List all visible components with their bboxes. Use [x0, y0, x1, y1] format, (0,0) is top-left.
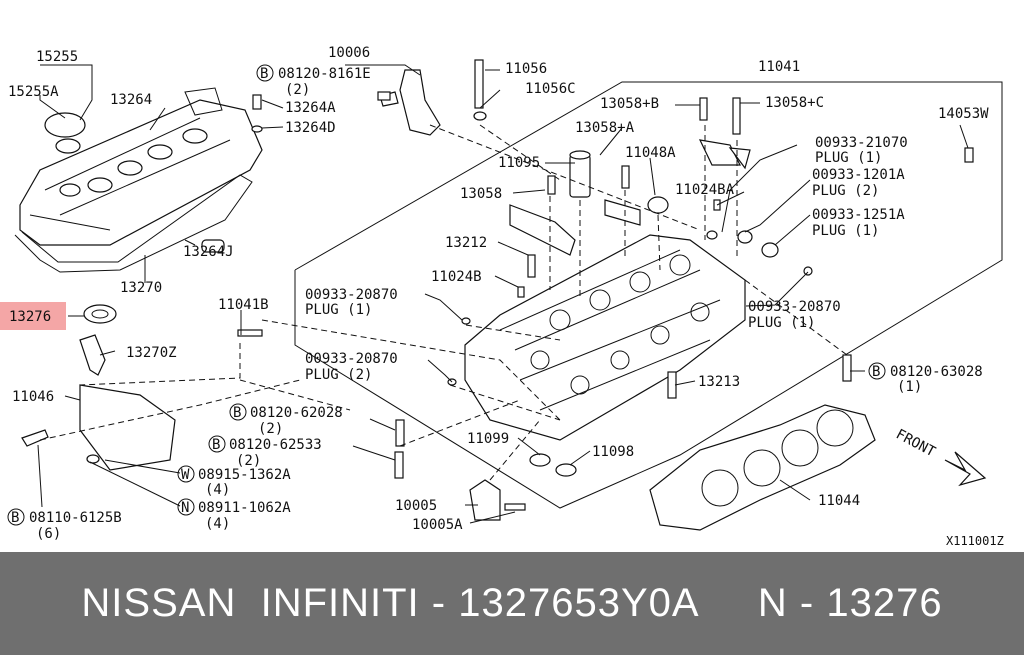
- bolt-13058-small: [547, 97, 741, 195]
- rubber-plug-13264j: [201, 239, 225, 253]
- marker-b-1: B: [260, 66, 268, 82]
- marker-w: W: [181, 467, 190, 483]
- highlight-13276: [0, 302, 66, 330]
- footer-text: NISSAN INFINITI - 1327653Y0A N - 13276: [81, 581, 943, 625]
- callout-11024b: 11024B: [431, 269, 482, 285]
- marker-circles: [7, 64, 886, 526]
- callout-10006: 10006: [328, 45, 370, 61]
- leader-lines: [37, 64, 969, 524]
- callout-11099: 11099: [467, 431, 509, 447]
- callout-08120-62028: 08120-62028: [250, 405, 343, 421]
- stud-11056: [473, 59, 487, 121]
- callout-13264d: 13264D: [285, 120, 336, 136]
- callout-13270: 13270: [120, 280, 162, 296]
- stud-11041b: [237, 329, 263, 337]
- exploded-view-drawing: B B B B B W N 15255 15255A 13264 10006 0…: [0, 45, 1004, 548]
- callout-00933-20870-b-plug: PLUG (2): [305, 367, 372, 383]
- callout-00933-20870-r: 00933-20870: [748, 299, 841, 315]
- callout-11041b: 11041B: [218, 297, 269, 313]
- dashed-guides: [39, 124, 848, 481]
- head-assembly-outline: [294, 81, 1003, 509]
- callout-11056: 11056: [505, 61, 547, 77]
- bolt-13264a: [251, 94, 263, 133]
- callout-08915-1362a-qty: (4): [205, 482, 230, 498]
- rocker-cover-gasket: [14, 174, 253, 273]
- callout-00933-1201a-plug: PLUG (2): [812, 183, 879, 199]
- callout-11056c: 11056C: [525, 81, 576, 97]
- rocker-cover: [19, 87, 263, 246]
- callout-08911-1062a-qty: (4): [205, 516, 230, 532]
- callout-13213: 13213: [698, 374, 740, 390]
- callout-00933-20870-a: 00933-20870: [305, 287, 398, 303]
- callout-15255: 15255: [36, 49, 78, 65]
- callout-08120-63028-qty: (1): [897, 379, 922, 395]
- parts-diagram: B B B B B W N 15255 15255A 13264 10006 0…: [0, 45, 1004, 548]
- cam-bracket-13058a: [604, 199, 641, 226]
- cam-bracket-13058b: [698, 139, 751, 170]
- bolts-08120: [377, 91, 974, 479]
- callout-08911-1062a: 08911-1062A: [198, 500, 291, 516]
- callout-11095: 11095: [498, 155, 540, 171]
- callout-08120-8161e-qty: (2): [285, 82, 310, 98]
- callout-10005a: 10005A: [412, 517, 463, 533]
- callout-13058a: 13058+A: [575, 120, 635, 136]
- callout-11098: 11098: [592, 444, 634, 460]
- callout-00933-21070: 00933-21070: [815, 135, 908, 151]
- callout-08120-8161e: 08120-8161E: [278, 66, 371, 82]
- filter-11095: [569, 150, 591, 198]
- callout-13058c: 13058+C: [765, 95, 824, 111]
- callout-10005: 10005: [395, 498, 437, 514]
- callout-13264a: 13264A: [285, 100, 336, 116]
- marker-b-4: B: [872, 364, 880, 380]
- callout-08120-62028-qty: (2): [258, 421, 283, 437]
- front-label: FRONT: [893, 426, 938, 460]
- callout-11024ba: 11024BA: [675, 182, 735, 198]
- marker-b-3: B: [212, 437, 220, 453]
- callout-13270z: 13270Z: [126, 345, 177, 361]
- callout-13276: 13276: [9, 309, 51, 325]
- callout-13264: 13264: [110, 92, 152, 108]
- callout-08120-62533: 08120-62533: [229, 437, 322, 453]
- front-cover-11046: [79, 384, 176, 471]
- callout-13058b: 13058+B: [600, 96, 659, 112]
- callout-13212: 13212: [445, 235, 487, 251]
- seal-13276: [83, 304, 117, 324]
- head-gasket-11044: [649, 404, 876, 531]
- callout-00933-1201a: 00933-1201A: [812, 167, 905, 183]
- callout-08110-6125b-qty: (6): [36, 526, 61, 542]
- figure-code: X111001Z: [946, 534, 1004, 548]
- callout-14053w: 14053W: [938, 106, 989, 122]
- marker-b-2: B: [233, 405, 241, 421]
- callout-00933-1251a-plug: PLUG (1): [812, 223, 879, 239]
- callout-00933-21070-plug: PLUG (1): [815, 150, 882, 166]
- callout-13058: 13058: [460, 186, 502, 202]
- seals-11098-11099: [529, 453, 577, 477]
- cylinder-head: [464, 234, 746, 441]
- plugs: [447, 230, 813, 386]
- callout-08110-6125b: 08110-6125B: [29, 510, 122, 526]
- callout-11048a: 11048A: [625, 145, 676, 161]
- marker-b-5: B: [11, 510, 19, 526]
- callout-11041: 11041: [758, 59, 800, 75]
- oil-filler-cap: [44, 112, 86, 154]
- sealant-tube-13270z: [79, 334, 106, 376]
- bolt-08110: [21, 429, 49, 447]
- marker-n: N: [181, 500, 189, 516]
- front-arrow: [944, 451, 987, 487]
- callout-11044: 11044: [818, 493, 860, 509]
- rubber-11048a: [647, 196, 669, 214]
- callout-13264j: 13264J: [183, 244, 234, 260]
- callout-08915-1362a: 08915-1362A: [198, 467, 291, 483]
- callout-11046: 11046: [12, 389, 54, 405]
- callout-00933-20870-b: 00933-20870: [305, 351, 398, 367]
- cam-bracket-13058: [509, 204, 576, 256]
- bracket-10005: [469, 479, 526, 521]
- footer-banner: NISSAN INFINITI - 1327653Y0A N - 13276: [0, 552, 1024, 655]
- callout-00933-20870-a-plug: PLUG (1): [305, 302, 372, 318]
- callout-15255a: 15255A: [8, 84, 59, 100]
- callout-08120-63028: 08120-63028: [890, 364, 983, 380]
- callout-00933-1251a: 00933-1251A: [812, 207, 905, 223]
- callout-00933-20870-r-plug: PLUG (1): [748, 315, 815, 331]
- callout-08120-62533-qty: (2): [236, 453, 261, 469]
